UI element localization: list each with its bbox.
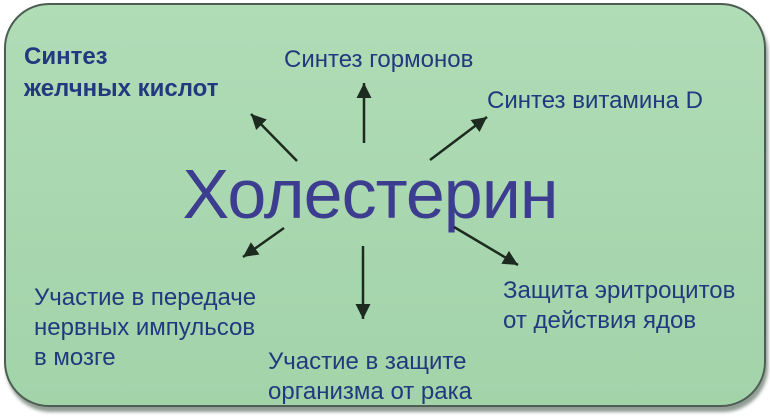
label-bile-acids: Синтез желчных кислот [24,43,219,102]
diagram-title: Холестерин [182,155,559,233]
cholesterol-card: Синтез желчных кислот Синтез гормонов Си… [4,3,766,407]
label-erythrocyte-protection: Защита эритроцитов от действия ядов [503,277,736,334]
label-cancer-protection: Участие в защите организма от рака [268,348,472,405]
label-nerve-impulses: Участие в передаче нервных импульсов в м… [34,284,257,371]
label-hormones: Синтез гормонов [284,46,474,73]
label-vitamin-d: Синтез витамина D [487,87,703,114]
